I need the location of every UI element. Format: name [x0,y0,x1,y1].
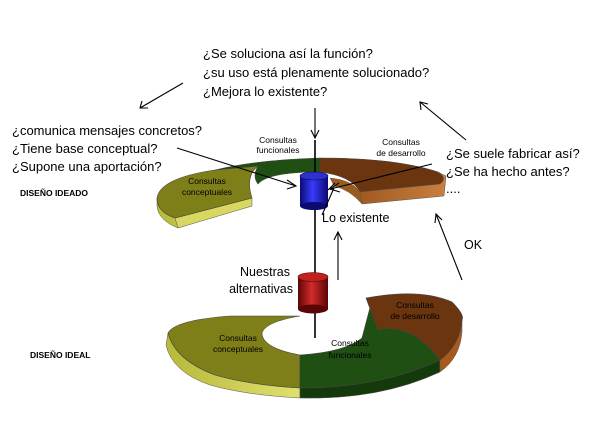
lower-olive-top [167,315,301,389]
arrows [139,82,467,281]
question-top-2: ¿su uso está plenamente solucionado? [203,65,429,80]
lower-funcionales-label-1: Consultas [331,338,369,348]
upper-brown-inner [329,177,363,205]
upper-olive-top [156,165,260,219]
lower-brown-top [365,293,463,361]
lo-existente-label: Lo existente [322,211,389,225]
question-right-3: .... [446,181,460,196]
upper-funcionales-label-1: Consultas [259,135,297,145]
lower-desarrollo-label-1: Consultas [396,300,434,310]
red-cylinder [297,272,329,314]
question-top-3: ¿Mejora lo existente? [203,84,327,99]
upper-conceptuales-label-1: Consultas [188,176,226,186]
upper-brown-side [359,171,447,205]
questions-right: ¿Se suele fabricar así? ¿Se ha hecho ant… [446,146,580,196]
lower-desarrollo-label-2: de desarrollo [390,311,439,321]
question-left-1: ¿comunica mensajes concretos? [12,123,202,138]
question-left-2: ¿Tiene base conceptual? [12,141,158,156]
upper-funcionales-label-2: funcionales [256,145,299,155]
upper-desarrollo-label-1: Consultas [382,137,420,147]
upper-conceptuales-label-2: conceptuales [182,187,232,197]
lower-conceptuales-label-1: Consultas [219,333,257,343]
questions-top: ¿Se soluciona así la función? ¿su uso es… [203,46,429,99]
alternativas-label-1: Nuestras [240,265,290,279]
question-right-2: ¿Se ha hecho antes? [446,164,570,179]
alternativas-label-2: alternativas [229,282,293,296]
question-left-3: ¿Supone una aportación? [12,159,162,174]
lower-ring [165,293,463,399]
lower-caption: DISEÑO IDEAL [30,350,90,360]
lower-funcionales-label-2: funcionales [328,350,371,360]
blue-cylinder [299,171,329,210]
ok-label: OK [464,238,483,252]
questions-left: ¿comunica mensajes concretos? ¿Tiene bas… [12,123,202,174]
upper-ring [156,157,447,229]
question-right-1: ¿Se suele fabricar así? [446,146,580,161]
upper-caption: DISEÑO IDEADO [20,188,88,198]
upper-desarrollo-label-2: de desarrollo [376,148,425,158]
upper-green-top [214,157,321,185]
question-top-1: ¿Se soluciona así la función? [203,46,373,61]
lower-conceptuales-label-2: conceptuales [213,344,263,354]
